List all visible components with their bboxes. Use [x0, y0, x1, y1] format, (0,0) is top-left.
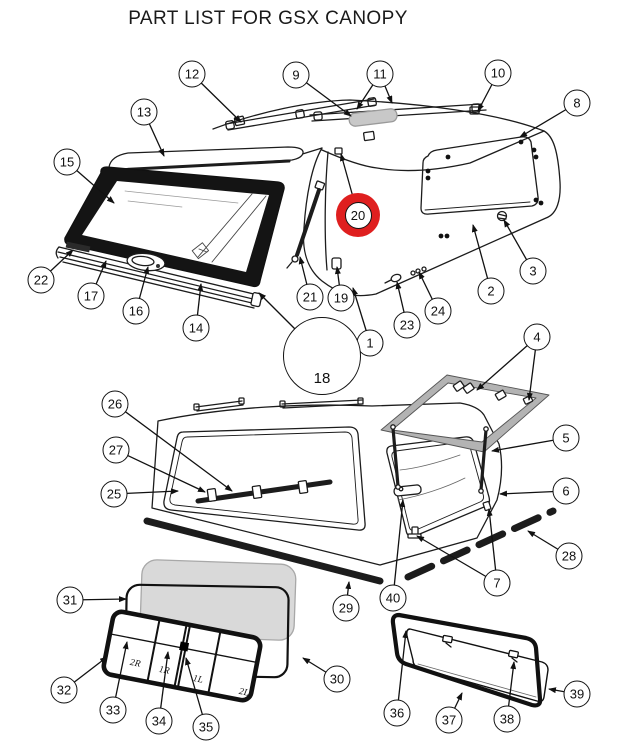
- roof-vent: [348, 108, 398, 127]
- seal-end-bracket: [334, 147, 343, 155]
- fastener-dots: [425, 139, 544, 239]
- liftup-gas-struts: [390, 424, 489, 494]
- roof-rail-front: [225, 97, 377, 131]
- callout-38[interactable]: 38: [493, 705, 521, 733]
- front-window-opening: [163, 426, 366, 531]
- roof-rail-rear: [309, 103, 487, 122]
- callout-14[interactable]: 14: [182, 314, 210, 342]
- callout-36[interactable]: 36: [383, 699, 411, 727]
- callout-2[interactable]: 2: [477, 277, 505, 305]
- callout-34[interactable]: 34: [145, 707, 173, 735]
- door-lower-rail: [55, 246, 263, 309]
- callout-33[interactable]: 33: [99, 696, 127, 724]
- window-clamp: [496, 210, 508, 222]
- callout-15[interactable]: 15: [53, 148, 81, 176]
- callout-13[interactable]: 13: [130, 98, 158, 126]
- callout-28[interactable]: 28: [555, 542, 583, 570]
- callout-7[interactable]: 7: [483, 569, 511, 597]
- gas-strut: [286, 180, 326, 269]
- bed-rail-seal-strip: [404, 507, 557, 581]
- slider-lock-handle: [179, 641, 190, 652]
- callout-10[interactable]: 10: [484, 59, 512, 87]
- callout-19[interactable]: 19: [327, 284, 355, 312]
- callout-6[interactable]: 6: [552, 477, 580, 505]
- callout-4[interactable]: 4: [523, 323, 551, 351]
- side-window-seal-drawing: [390, 612, 549, 708]
- callout-5[interactable]: 5: [552, 424, 580, 452]
- callout-27[interactable]: 27: [102, 436, 130, 464]
- interior-handle: [393, 484, 422, 497]
- callout-25[interactable]: 25: [100, 480, 128, 508]
- callout-11[interactable]: 11: [366, 60, 394, 88]
- callout-3[interactable]: 3: [519, 257, 547, 285]
- callout-37[interactable]: 37: [435, 706, 463, 734]
- bulkhead-seal-strip: [195, 479, 333, 504]
- side-panel-window: [420, 136, 539, 215]
- door-latches: [407, 500, 492, 539]
- callout-40[interactable]: 40: [379, 584, 407, 612]
- slider-bold-frame: [101, 609, 263, 703]
- tailgate-seal-strip: [143, 517, 384, 585]
- callout-35[interactable]: 35: [192, 713, 220, 741]
- window-panel-label-1R: 1R: [158, 665, 170, 677]
- roof-latch: [362, 130, 376, 142]
- callout-21[interactable]: 21: [296, 283, 324, 311]
- callout-9[interactable]: 9: [282, 61, 310, 89]
- callout-12[interactable]: 12: [178, 60, 206, 88]
- callout-8[interactable]: 8: [563, 89, 591, 117]
- callout-30[interactable]: 30: [323, 665, 351, 693]
- slider-panel-labels: 2R 1R 1L 2L: [129, 658, 250, 699]
- callout-32[interactable]: 32: [50, 676, 78, 704]
- canopy-rear-view-drawing: [55, 97, 561, 309]
- detail-callout-18[interactable]: 18: [283, 317, 361, 395]
- mid-roof-rails: [193, 397, 364, 412]
- diagram-title: PART LIST FOR GSX CANOPY: [128, 8, 408, 29]
- callout-26[interactable]: 26: [101, 390, 129, 418]
- callout-31[interactable]: 31: [56, 586, 84, 614]
- glass-clamps: [442, 634, 519, 663]
- door-logo-badge: [65, 241, 91, 253]
- callout-29[interactable]: 29: [332, 594, 360, 622]
- highlight-ring: 20: [344, 201, 372, 229]
- callout-22[interactable]: 22: [27, 266, 55, 294]
- callout-16[interactable]: 16: [122, 297, 150, 325]
- callout-23[interactable]: 23: [393, 311, 421, 339]
- glass-reflections: [124, 190, 267, 263]
- window-panel-label-1L: 1L: [192, 674, 204, 686]
- front-slider-window-drawing: 2R 1R 1L 2L: [101, 559, 297, 703]
- highlighted-callout-20[interactable]: 20: [336, 193, 380, 237]
- liftup-window-frame: [380, 374, 550, 453]
- canopy-side-access-drawing: [143, 374, 557, 585]
- callout-1[interactable]: 1: [356, 329, 384, 357]
- window-rubber-seal: [390, 612, 543, 708]
- window-panel-label-2L: 2L: [238, 687, 250, 699]
- rear-door-assembly: [55, 146, 304, 309]
- callout-24[interactable]: 24: [424, 297, 452, 325]
- window-panel-label-2R: 2R: [129, 658, 141, 670]
- callout-17[interactable]: 17: [77, 282, 105, 310]
- callout-39[interactable]: 39: [563, 680, 591, 708]
